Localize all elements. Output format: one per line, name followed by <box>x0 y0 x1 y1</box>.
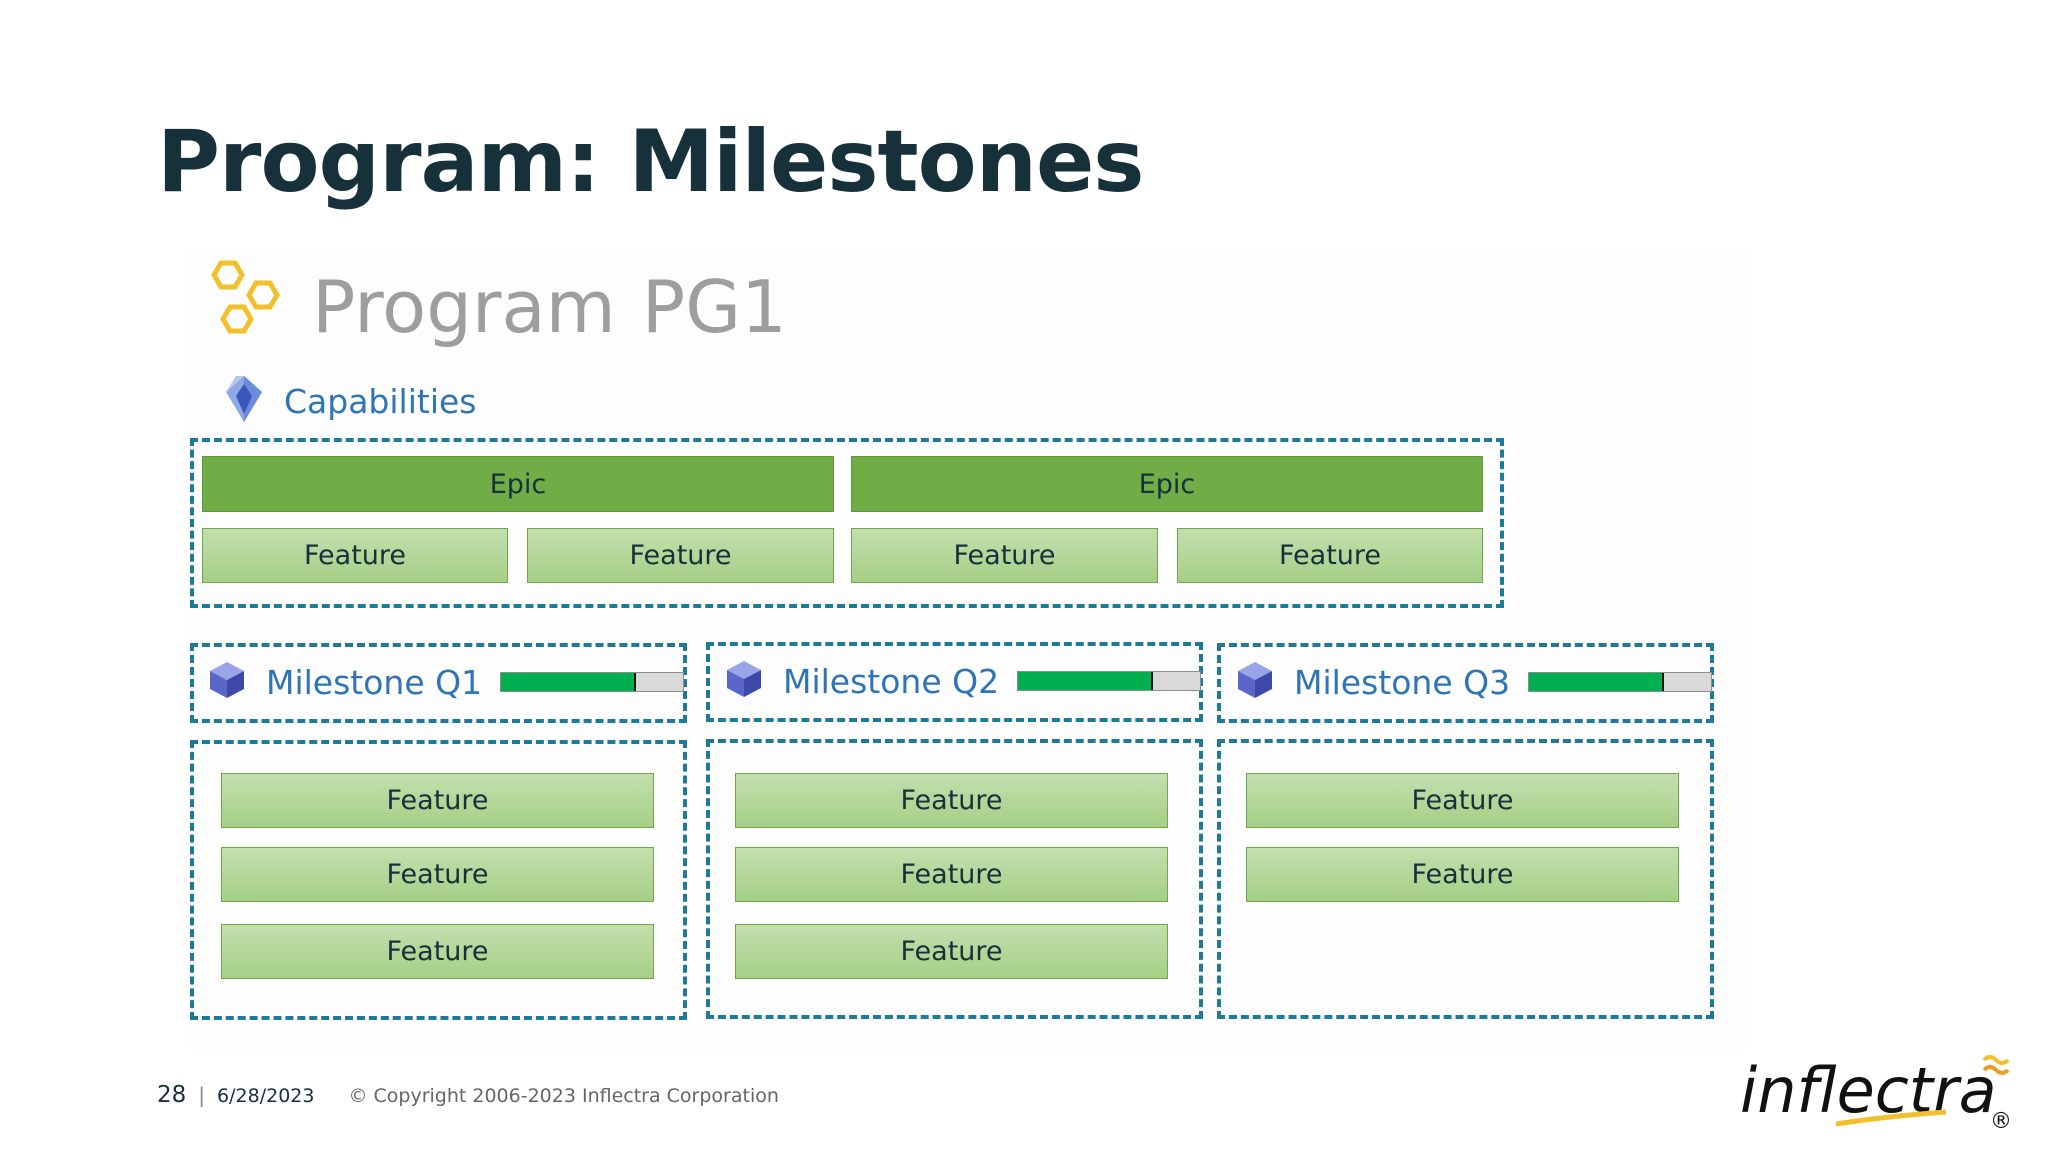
footer-separator: | <box>198 1083 206 1107</box>
feature-box[interactable]: Feature <box>1177 528 1483 583</box>
program-title: Program PG1 <box>312 265 787 349</box>
milestone-features-container <box>706 739 1203 1019</box>
feature-box[interactable]: Feature <box>221 924 654 979</box>
progress-bar <box>1017 671 1202 691</box>
capabilities-container <box>190 438 1504 608</box>
feature-box[interactable]: Feature <box>202 528 508 583</box>
crystal-icon <box>222 374 266 428</box>
progress-fill <box>501 673 636 691</box>
feature-box[interactable]: Feature <box>1246 847 1679 902</box>
page-number: 28 <box>157 1082 187 1108</box>
milestone-features-container <box>1217 739 1714 1019</box>
epic-box[interactable]: Epic <box>851 456 1483 512</box>
feature-box[interactable]: Feature <box>851 528 1158 583</box>
footer-date: 6/28/2023 <box>217 1085 315 1107</box>
feature-box[interactable]: Feature <box>735 847 1168 902</box>
milestone-label: Milestone Q2 <box>783 661 1000 701</box>
milestone-header[interactable]: Milestone Q1 <box>208 647 685 717</box>
feature-box[interactable]: Feature <box>735 924 1168 979</box>
slide-title: Program: Milestones <box>157 112 1144 212</box>
milestone-header-container <box>190 643 687 723</box>
milestone-label: Milestone Q3 <box>1294 662 1511 702</box>
program-header: Program PG1 <box>202 259 787 355</box>
capabilities-label: Capabilities <box>284 381 477 421</box>
progress-bar <box>1528 672 1713 692</box>
logo-wordmark: inflectra <box>1740 1054 1997 1127</box>
progress-fill <box>1529 673 1664 691</box>
cube-icon <box>208 660 246 704</box>
feature-box[interactable]: Feature <box>221 773 654 828</box>
cube-icon <box>1236 660 1274 704</box>
progress-fill <box>1018 672 1153 690</box>
feature-box[interactable]: Feature <box>221 847 654 902</box>
milestone-header[interactable]: Milestone Q3 <box>1236 647 1713 717</box>
diagram-canvas <box>190 250 1746 1050</box>
program-id: PG1 <box>641 265 787 349</box>
milestone-label: Milestone Q1 <box>266 662 483 702</box>
feature-box[interactable]: Feature <box>735 773 1168 828</box>
registered-mark: ® <box>1990 1109 2012 1134</box>
progress-bar <box>500 672 685 692</box>
milestone-header[interactable]: Milestone Q2 <box>725 646 1202 716</box>
cube-icon <box>725 659 763 703</box>
capabilities-header: Capabilities <box>222 374 477 428</box>
feature-box[interactable]: Feature <box>527 528 834 583</box>
program-prefix: Program <box>312 265 616 349</box>
slide-footer: 28 | 6/28/2023 © Copyright 2006-2023 Inf… <box>157 1082 779 1108</box>
inflectra-logo: inflectra ® <box>1738 1040 2018 1140</box>
milestone-features-container <box>190 740 687 1020</box>
hexagon-cluster-icon <box>202 259 294 355</box>
feature-box[interactable]: Feature <box>1246 773 1679 828</box>
footer-copyright: © Copyright 2006-2023 Inflectra Corporat… <box>348 1085 779 1107</box>
epic-box[interactable]: Epic <box>202 456 834 512</box>
